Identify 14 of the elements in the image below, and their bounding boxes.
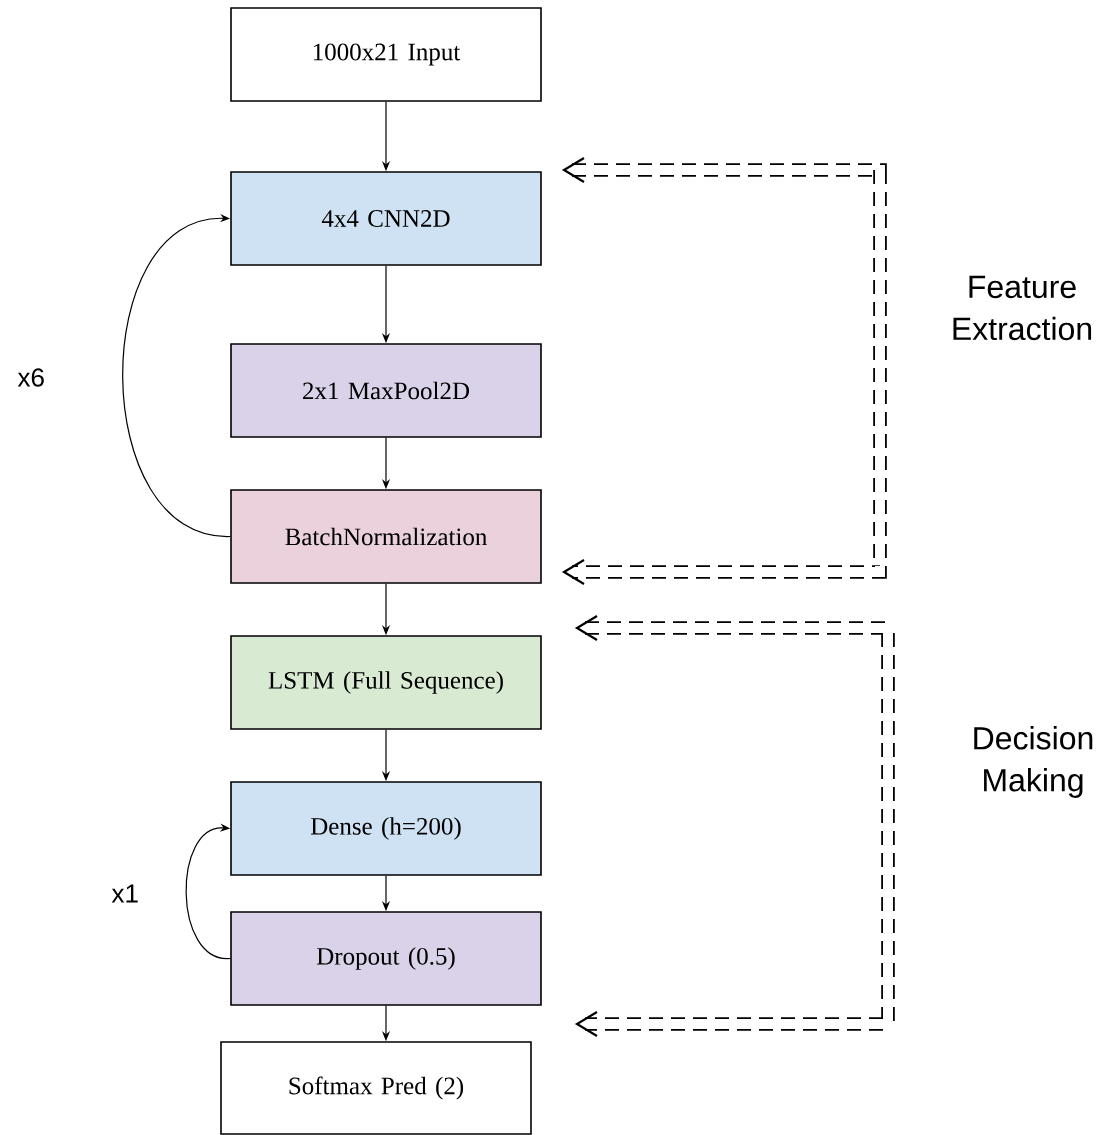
layer-box: 1000x21 Input	[230, 7, 542, 102]
edge-label: x6	[17, 368, 44, 387]
layer-box: Dropout (0.5)	[230, 911, 542, 1006]
section-label: Decision Making	[974, 726, 1093, 798]
arrow	[122, 214, 231, 538]
layer-box: Dense (h=200)	[230, 781, 542, 876]
layer-box: 2x1 MaxPool2D	[230, 343, 542, 438]
arrow	[185, 823, 231, 960]
layer-box: BatchNormalization	[230, 489, 542, 584]
layer-box: LSTM (Full Sequence)	[230, 635, 542, 730]
section-label: Feature Extraction	[953, 275, 1092, 341]
layer-box: Softmax Pred (2)	[220, 1041, 532, 1135]
layer-box: 4x4 CNN2D	[230, 171, 542, 266]
edge-label: x1	[111, 884, 138, 903]
